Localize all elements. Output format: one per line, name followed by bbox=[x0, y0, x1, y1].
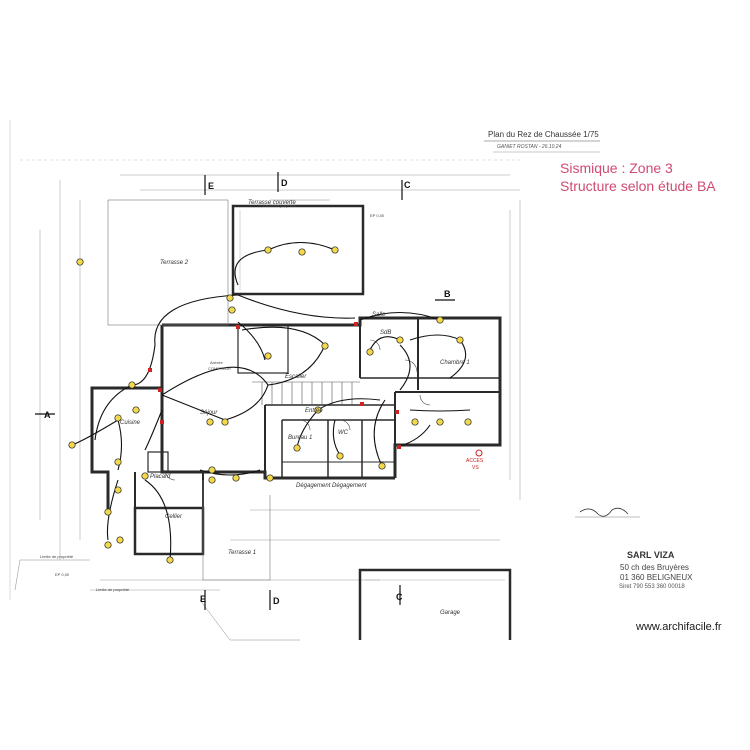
vs-label: VS bbox=[472, 465, 479, 471]
company-address-line1: 50 ch des Bruyères bbox=[620, 563, 689, 572]
room-placard: Placard bbox=[150, 474, 171, 480]
company-siret: Siret 790 553 360 00018 bbox=[619, 584, 685, 590]
room-sejour: Séjour bbox=[200, 410, 218, 416]
watermark: www.archifacile.fr bbox=[636, 621, 722, 633]
upper-garage-walls bbox=[231, 204, 365, 296]
room-wc: WC bbox=[338, 430, 348, 436]
section-markers bbox=[35, 172, 455, 610]
dimension-lines bbox=[39, 174, 521, 591]
section-marker-e-top: E bbox=[208, 181, 215, 191]
limite-propriete-top: Limite de propriété bbox=[263, 203, 297, 208]
room-sdb: SdB bbox=[380, 330, 392, 336]
room-garage: Garage bbox=[440, 610, 461, 616]
section-marker-e-bottom: E bbox=[200, 594, 207, 604]
room-cellier: Cellier bbox=[165, 514, 183, 520]
compteur-label: COMPTEUR bbox=[208, 366, 231, 371]
room-salle: Salle bbox=[372, 312, 386, 318]
section-marker-c-bottom: C bbox=[396, 592, 403, 602]
room-chambre-1: Chambre 1 bbox=[440, 360, 470, 366]
section-marker-d-top: D bbox=[281, 178, 288, 188]
section-marker-b: B bbox=[444, 289, 451, 299]
structure-note: Structure selon étude BA bbox=[560, 178, 716, 194]
section-marker-d-bottom: D bbox=[273, 596, 280, 606]
terrace-outline bbox=[107, 199, 271, 581]
limite-propriete-bottom: Limite de propriété bbox=[96, 587, 130, 592]
drawn-by: GANIET ROSTAN - 26.10.24 bbox=[497, 144, 562, 150]
section-marker-c-top: C bbox=[404, 180, 411, 190]
room-degagement-2: Dégagement bbox=[332, 483, 367, 489]
room-bureau: Bureau 1 bbox=[288, 435, 313, 441]
signature bbox=[579, 507, 629, 517]
ep-label-left: EP 0,00 bbox=[55, 572, 70, 577]
staircase bbox=[252, 381, 360, 405]
plan-title: Plan du Rez de Chaussée 1/75 bbox=[488, 130, 599, 139]
wiring-curves bbox=[71, 242, 471, 561]
room-escalier: Escalier bbox=[285, 374, 307, 380]
arrivee-label: Arrivée bbox=[210, 360, 223, 365]
room-entree: Entrée bbox=[305, 408, 323, 414]
room-terrasse-1: Terrasse 1 bbox=[228, 550, 257, 556]
limite-propriete-left: Limite de propriété bbox=[40, 554, 74, 559]
company-address-line2: 01 360 BELIGNEUX bbox=[620, 573, 693, 582]
acces-label: ACCES bbox=[466, 458, 484, 464]
room-cuisine: Cuisine bbox=[120, 420, 141, 426]
red-markers bbox=[148, 322, 401, 449]
lower-garage-walls bbox=[358, 568, 512, 640]
room-terrasse-couverte: Terrasse couverte bbox=[248, 200, 296, 206]
company-name: SARL VIZA bbox=[627, 550, 675, 560]
door-swings bbox=[164, 339, 431, 481]
seismic-zone-note: Sismique : Zone 3 bbox=[560, 160, 673, 176]
property-limits bbox=[14, 199, 330, 641]
section-marker-a: A bbox=[44, 410, 51, 420]
fixture-symbols bbox=[68, 246, 472, 564]
ep-label-top: EP 0,00 bbox=[370, 213, 385, 218]
room-degagement-1: Dégagement bbox=[296, 483, 331, 489]
room-terrasse-2: Terrasse 2 bbox=[160, 260, 189, 266]
